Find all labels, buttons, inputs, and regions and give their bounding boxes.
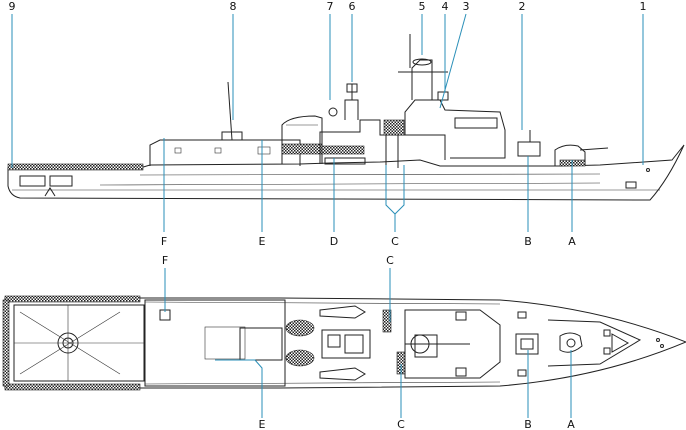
plan-label-C-bottom: C [397,418,405,430]
ciws-plan [515,333,539,355]
plan-label-E: E [259,418,266,430]
sheer-line [139,173,601,176]
profile-view: 9 8 7 6 5 4 3 2 1 F E D C B A [7,0,685,248]
hull-outline [7,144,685,201]
profile-label-D: D [330,235,338,248]
bridge-plan [404,309,501,379]
main-gun [554,144,586,166]
profile-label-2: 2 [519,0,526,13]
main-gun-plan [547,319,642,367]
stern-rail [7,163,144,171]
plan-label-B: B [524,418,532,430]
profile-label-4: 4 [442,0,449,13]
main-mast [411,59,433,100]
ssm-launcher-top [382,309,392,333]
superstructure [319,119,446,164]
plan-view: F C E C B A [2,254,686,430]
profile-label-1: 1 [640,0,647,13]
boat-stbd [319,367,366,381]
bridge [404,99,506,159]
profile-label-E: E [259,235,266,248]
stern-deck-edge-top [4,295,141,303]
profile-label-5: 5 [419,0,426,13]
aft-mast [227,81,233,141]
profile-label-9: 9 [9,0,16,13]
profile-label-8: 8 [230,0,237,13]
plan-label-A: A [567,418,575,430]
plan-label-C-top: C [386,254,394,267]
boat-port [319,305,366,319]
profile-label-C: C [391,235,399,248]
ssm-launcher [383,119,405,136]
profile-label-3: 3 [463,0,470,13]
profile-label-F: F [161,235,167,248]
funnel-stbd [285,349,315,367]
hangar-roof [144,299,286,387]
hangar [149,139,301,166]
profile-label-B: B [524,235,532,248]
profile-label-7: 7 [327,0,334,13]
stern-deck-edge-bottom [4,383,141,391]
profile-label-6: 6 [349,0,356,13]
funnel-port [285,319,315,337]
profile-label-A: A [568,235,576,248]
funnel [281,115,323,164]
plan-label-F: F [162,254,168,267]
ciws [517,141,541,157]
